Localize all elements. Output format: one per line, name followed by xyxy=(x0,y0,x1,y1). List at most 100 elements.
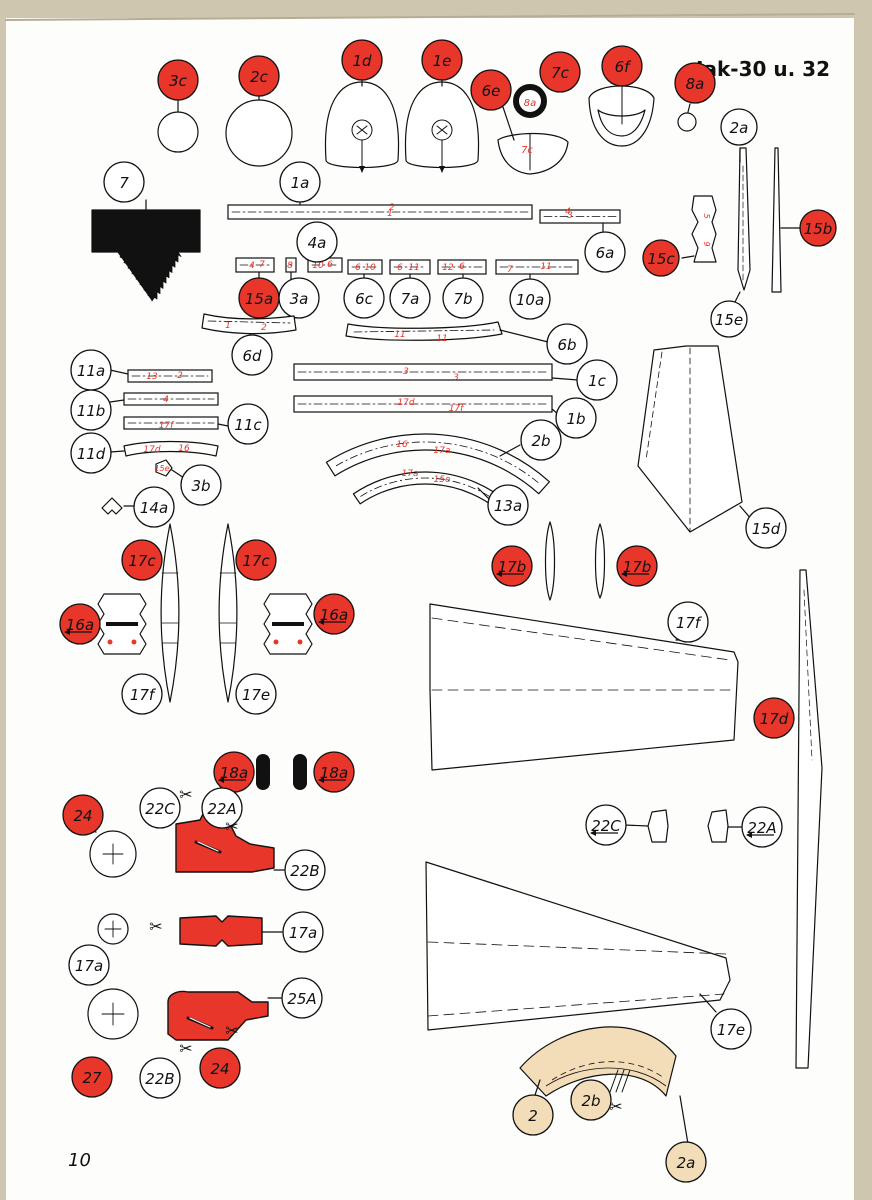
part-label: 11d xyxy=(70,432,112,474)
part-mark: 12 xyxy=(442,263,454,273)
ring-part xyxy=(513,84,547,118)
label-text: 11b xyxy=(77,402,106,420)
label-text: 3c xyxy=(169,72,188,90)
part-label: 2b xyxy=(570,1079,612,1121)
part-mark: 1 xyxy=(387,209,393,219)
label-text: 6c xyxy=(355,290,374,308)
label-text: 15c xyxy=(647,250,675,268)
part-mark: 11 xyxy=(408,263,419,273)
label-text: 2b xyxy=(531,432,550,450)
label-circle xyxy=(509,278,551,320)
fold-arrow-head xyxy=(590,830,596,836)
leader-line xyxy=(427,993,725,1017)
arc-centerline xyxy=(360,477,504,507)
part-mark: 17f xyxy=(159,421,175,431)
leader-line xyxy=(679,1095,689,1145)
label-text: 17b xyxy=(498,558,527,576)
part-label: 6c xyxy=(343,277,385,319)
label-text: 7c xyxy=(551,64,570,82)
label-text: 22A xyxy=(747,819,776,837)
page-number: 10 xyxy=(68,1150,91,1171)
label-circle xyxy=(710,300,748,338)
label-circle xyxy=(235,539,277,581)
label-text: 4a xyxy=(308,234,327,252)
part-mark: 17d xyxy=(397,398,414,408)
part-label: 1b xyxy=(555,397,597,439)
glue-dot xyxy=(107,639,113,645)
label-circle xyxy=(343,277,385,319)
label-circle xyxy=(720,108,758,146)
part-label: 3b xyxy=(180,464,222,506)
label-text: 27 xyxy=(82,1069,102,1087)
label-circle xyxy=(180,464,222,506)
label-circle xyxy=(284,849,326,891)
leader-line xyxy=(499,329,549,343)
leader-line xyxy=(645,351,663,461)
leader-line xyxy=(109,369,129,375)
label-text: 15d xyxy=(752,520,781,538)
label-text: 6d xyxy=(242,347,262,365)
label-text: 22A xyxy=(207,800,236,818)
part-mark: 11 xyxy=(436,334,447,344)
label-text: 22B xyxy=(290,862,319,880)
part-label: 18a xyxy=(313,751,355,793)
label-circle xyxy=(539,51,581,93)
part-label: 22B xyxy=(284,849,326,891)
part-mark: 17f xyxy=(449,404,465,414)
part-label: 11a xyxy=(70,349,112,391)
wing-panel-17e-bottom xyxy=(425,861,731,1031)
part-mark: 16 xyxy=(396,440,408,450)
label-text: 14a xyxy=(140,499,168,517)
label-circle xyxy=(157,59,199,101)
label-text: 15e xyxy=(715,311,743,329)
label-circle xyxy=(710,1008,752,1050)
part-label: 13a xyxy=(487,484,529,526)
part-mark: 16 xyxy=(178,444,190,454)
part-label: 7 xyxy=(103,161,145,203)
leader-line xyxy=(189,1017,211,1028)
part-label: 17f xyxy=(667,601,709,643)
part-label: 6a xyxy=(584,231,626,273)
part-label: 15b xyxy=(799,209,837,247)
part-mark: 15e xyxy=(154,464,169,473)
leader-line xyxy=(197,841,219,852)
part-mark: 17a xyxy=(402,469,419,479)
leader-line xyxy=(502,106,515,141)
leader-line xyxy=(436,125,448,135)
label-text: 18a xyxy=(220,764,248,782)
part-mark: 3 xyxy=(403,367,409,377)
label-text: 3b xyxy=(191,477,210,495)
part-label: 16a xyxy=(59,603,101,645)
fold-arrow-head xyxy=(318,777,324,783)
leader-line xyxy=(609,1069,619,1093)
part-mark: 11 xyxy=(540,262,551,272)
part-mark: 8 xyxy=(287,261,293,271)
label-text: 2a xyxy=(730,119,749,137)
label-circle xyxy=(296,221,338,263)
label-circle xyxy=(341,39,383,81)
label-text: 15a xyxy=(245,290,273,308)
part-label: 8a xyxy=(674,62,716,104)
label-circle xyxy=(231,334,273,376)
leader-line xyxy=(551,377,579,381)
label-circle xyxy=(665,1141,707,1183)
part-mark: 4 xyxy=(565,207,571,217)
label-circle xyxy=(133,486,175,528)
part-mark: 9 xyxy=(702,241,711,246)
scissors-icon: ✂ xyxy=(179,785,192,804)
label-text: 13a xyxy=(494,497,522,515)
label-text: 17e xyxy=(717,1021,745,1039)
label-circle xyxy=(487,484,529,526)
label-circle xyxy=(570,1079,612,1121)
disc-part xyxy=(157,111,199,153)
part-label: 17b xyxy=(616,545,658,587)
small-tab-17a xyxy=(647,809,669,843)
label-circle xyxy=(238,55,280,97)
glue-dot xyxy=(273,639,279,645)
leader-line xyxy=(207,320,291,324)
part-mark: 4 xyxy=(163,395,169,405)
label-circle xyxy=(68,944,110,986)
part-mark: 11 xyxy=(394,330,405,340)
scissors-icon: ✂ xyxy=(225,1021,238,1040)
part-label: 24 xyxy=(62,794,104,836)
